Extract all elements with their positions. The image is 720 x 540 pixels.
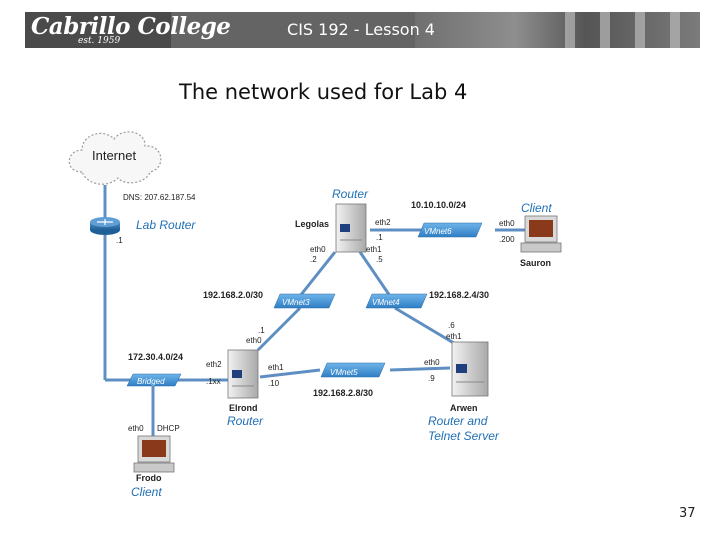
internet-cloud: Internet xyxy=(68,131,162,185)
elrond-role: Router xyxy=(227,414,264,428)
elrond-eth0-ip: .1 xyxy=(258,326,265,335)
sauron-eth0-ip: .200 xyxy=(499,235,515,244)
switch-vmnet6: VMnet6 xyxy=(417,222,483,238)
header-title: CIS 192 - Lesson 4 xyxy=(287,20,435,39)
campus-photo xyxy=(415,12,700,48)
switch-vmnet5-label: VMnet5 xyxy=(330,368,358,377)
elrond-eth1: eth1 xyxy=(268,363,284,372)
cabrillo-logo: Cabrillo College est. 1959 xyxy=(25,12,231,48)
legolas-eth0-ip: .2 xyxy=(310,255,317,264)
cloud-shape xyxy=(68,131,162,185)
frodo-eth0: eth0 xyxy=(128,424,144,433)
slide-title: The network used for Lab 4 xyxy=(179,80,468,104)
legolas-eth0: eth0 xyxy=(310,245,326,254)
elrond-eth1-ip: .10 xyxy=(268,379,280,388)
elrond-eth2-ip: .1xx xyxy=(206,377,221,386)
sauron-eth0: eth0 xyxy=(499,219,515,228)
link-legolas-vmnet4 xyxy=(358,251,392,297)
subnet-vmnet5: 192.168.2.8/30 xyxy=(313,388,373,398)
switch-vmnet5: VMnet5 xyxy=(320,362,386,378)
sauron-name: Sauron xyxy=(520,258,551,268)
legolas-role: Router xyxy=(332,187,369,201)
frodo-eth0-ip: DHCP xyxy=(157,424,180,433)
elrond-name: Elrond xyxy=(229,403,258,413)
arwen-role-line1: Router and xyxy=(428,414,488,428)
frodo-name: Frodo xyxy=(136,473,162,483)
subnet-vmnet3: 192.168.2.0/30 xyxy=(203,290,263,300)
switch-bridged-label: Bridged xyxy=(137,377,165,386)
subnet-vmnet6: 10.10.10.0/24 xyxy=(411,200,466,210)
elrond-eth0: eth0 xyxy=(246,336,262,345)
switch-vmnet4: VMnet4 xyxy=(365,293,428,309)
link-vmnet4-arwen xyxy=(394,306,458,347)
logo-est: est. 1959 xyxy=(78,36,121,46)
internet-label: Internet xyxy=(92,148,136,163)
legolas-eth1: eth1 xyxy=(366,245,382,254)
dns-label: DNS: 207.62.187.54 xyxy=(123,193,196,202)
switch-vmnet6-label: VMnet6 xyxy=(424,227,452,236)
link-vmnet3-elrond xyxy=(256,306,302,352)
server-tower-elrond xyxy=(227,349,259,399)
desktop-pc-frodo xyxy=(133,435,175,473)
switch-vmnet3: VMnet3 xyxy=(273,293,336,309)
header-bar: Cabrillo College est. 1959 CIS 192 - Les… xyxy=(25,12,700,48)
switch-vmnet3-label: VMnet3 xyxy=(282,298,310,307)
link-elrond-vmnet5 xyxy=(259,368,321,379)
server-tower-legolas xyxy=(335,203,367,253)
server-tower-arwen xyxy=(451,341,489,397)
arwen-eth0: eth0 xyxy=(424,358,440,367)
page-number: 37 xyxy=(679,506,696,521)
legolas-eth2: eth2 xyxy=(375,218,391,227)
lab-router xyxy=(90,217,120,235)
subnet-vmnet4: 192.168.2.4/30 xyxy=(429,290,489,300)
switch-bridged: Bridged xyxy=(126,373,182,387)
logo-name: Cabrillo College xyxy=(31,13,231,40)
link-legolas-vmnet3 xyxy=(298,251,337,297)
desktop-pc-sauron xyxy=(520,215,562,253)
legolas-eth2-ip: .1 xyxy=(376,233,383,242)
arwen-name: Arwen xyxy=(450,403,478,413)
network-links xyxy=(103,185,525,455)
link-vmnet5-arwen xyxy=(389,366,451,372)
lab-router-label: Lab Router xyxy=(136,218,196,232)
arwen-eth1: eth1 xyxy=(446,332,462,341)
frodo-role: Client xyxy=(131,485,162,499)
arwen-role-line2: Telnet Server xyxy=(428,429,500,443)
arwen-eth0-ip: .9 xyxy=(428,374,435,383)
switch-vmnet4-label: VMnet4 xyxy=(372,298,400,307)
subnet-external: 172.30.4.0/24 xyxy=(128,352,183,362)
arwen-eth1-ip: .6 xyxy=(448,321,455,330)
lab-router-ip: .1 xyxy=(116,236,123,245)
sauron-role: Client xyxy=(521,201,552,215)
elrond-eth2: eth2 xyxy=(206,360,222,369)
legolas-eth1-ip: .5 xyxy=(376,255,383,264)
legolas-name: Legolas xyxy=(295,219,329,229)
